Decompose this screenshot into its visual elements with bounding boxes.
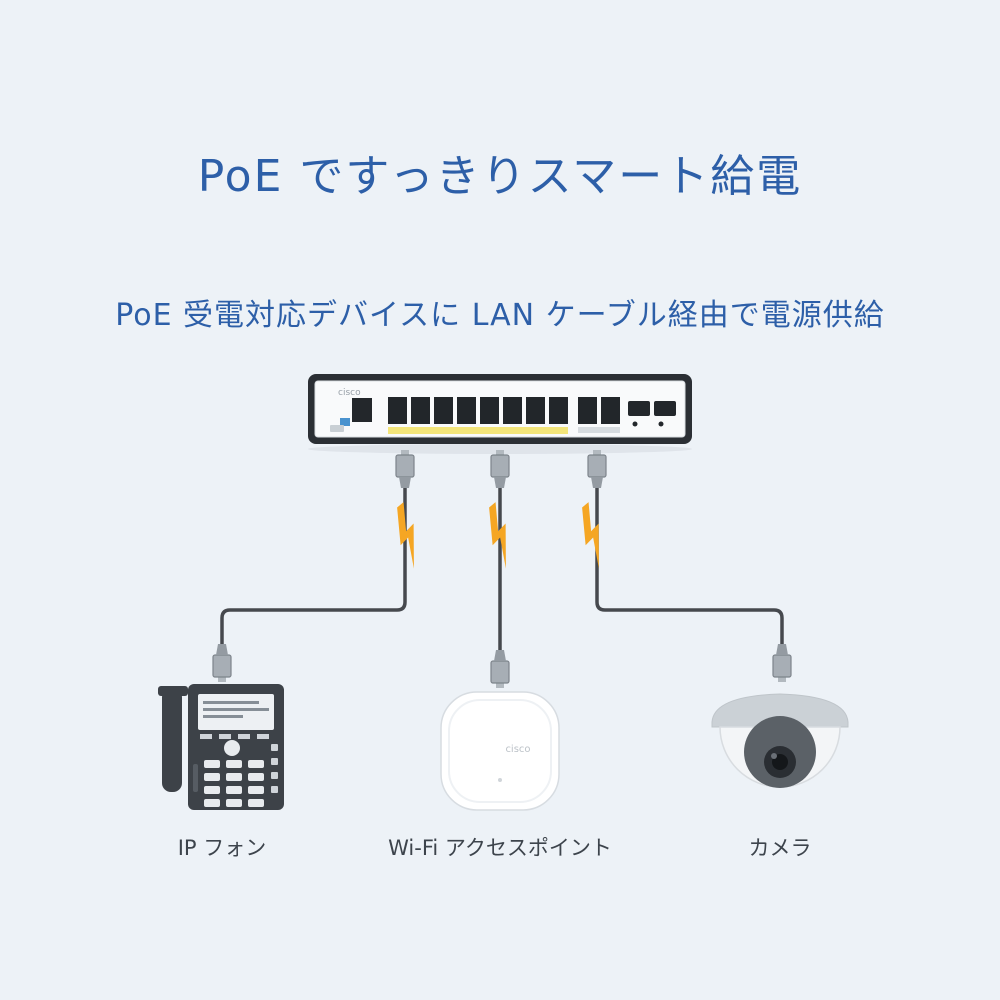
switch-sfp-slots — [628, 401, 676, 427]
phone-softkey — [257, 734, 269, 739]
rj45-port — [411, 397, 430, 424]
rj45-plug-icon — [395, 449, 415, 489]
switch-console-tag — [340, 418, 350, 426]
camera-illustration — [711, 693, 849, 788]
rj45-port — [457, 397, 476, 424]
rj45-port — [526, 397, 545, 424]
sfp-led — [658, 421, 664, 427]
rj45-port — [578, 397, 597, 424]
lightning-bolt-icon — [376, 502, 441, 569]
switch-mgmt-port — [352, 398, 372, 422]
rj45-plug-icon — [587, 449, 607, 489]
phone-softkey — [219, 734, 231, 739]
rj45-port — [503, 397, 522, 424]
ethernet-cable-left — [220, 488, 407, 644]
switch-usb-slot — [330, 425, 344, 432]
rj45-port — [388, 397, 407, 424]
wifi-ap-illustration: cisco — [440, 691, 560, 811]
phone-nav-button — [224, 740, 240, 756]
phone-volume-rocker — [193, 764, 198, 792]
ip-phone-label: IP フォン — [177, 836, 267, 860]
rj45-plug-icon — [490, 449, 510, 489]
phone-keypad — [204, 760, 264, 807]
poe-switch: cisco — [308, 374, 692, 454]
switch-brand-label: cisco — [338, 388, 361, 398]
phone-softkey — [200, 734, 212, 739]
phone-screen — [198, 694, 274, 730]
wifi-ap-label: Wi-Fi アクセスポイント — [388, 836, 612, 860]
rj45-plug-icon — [212, 643, 232, 683]
rj45-port — [434, 397, 453, 424]
cables — [220, 488, 784, 650]
ethernet-cable-right — [595, 488, 784, 644]
phone-screen-line — [203, 708, 269, 711]
phone-screen-line — [203, 701, 259, 704]
rj45-port — [549, 397, 568, 424]
page-title: PoE ですっきりスマート給電 — [197, 151, 803, 202]
phone-softkey — [238, 734, 250, 739]
sfp-led — [632, 421, 638, 427]
switch-uplink-ports — [578, 397, 620, 424]
sfp-slot — [628, 401, 650, 416]
ap-brand-mark: cisco — [505, 744, 530, 755]
poe-port-label-strip — [388, 427, 568, 434]
uplink-label-strip — [578, 427, 620, 433]
rj45-plug-icon — [490, 649, 510, 689]
ap-status-led — [498, 778, 502, 782]
ap-body — [440, 691, 560, 811]
camera-lens-glint — [771, 753, 777, 759]
lightning-bolt-icon — [561, 502, 626, 569]
switch-poe-ports — [388, 397, 568, 424]
rj45-plug-icon — [772, 643, 792, 683]
sfp-slot — [654, 401, 676, 416]
ap-inner-ring — [448, 699, 552, 803]
phone-line-keys — [271, 744, 278, 793]
phone-handset — [162, 688, 182, 792]
camera-label: カメラ — [748, 836, 812, 860]
rj45-port — [601, 397, 620, 424]
camera-mount-cap — [711, 693, 849, 728]
phone-screen-line — [203, 715, 243, 718]
page-subtitle: PoE 受電対応デバイスに LAN ケーブル経由で電源供給 — [115, 298, 885, 333]
rj45-port — [480, 397, 499, 424]
ip-phone-illustration — [158, 684, 284, 810]
